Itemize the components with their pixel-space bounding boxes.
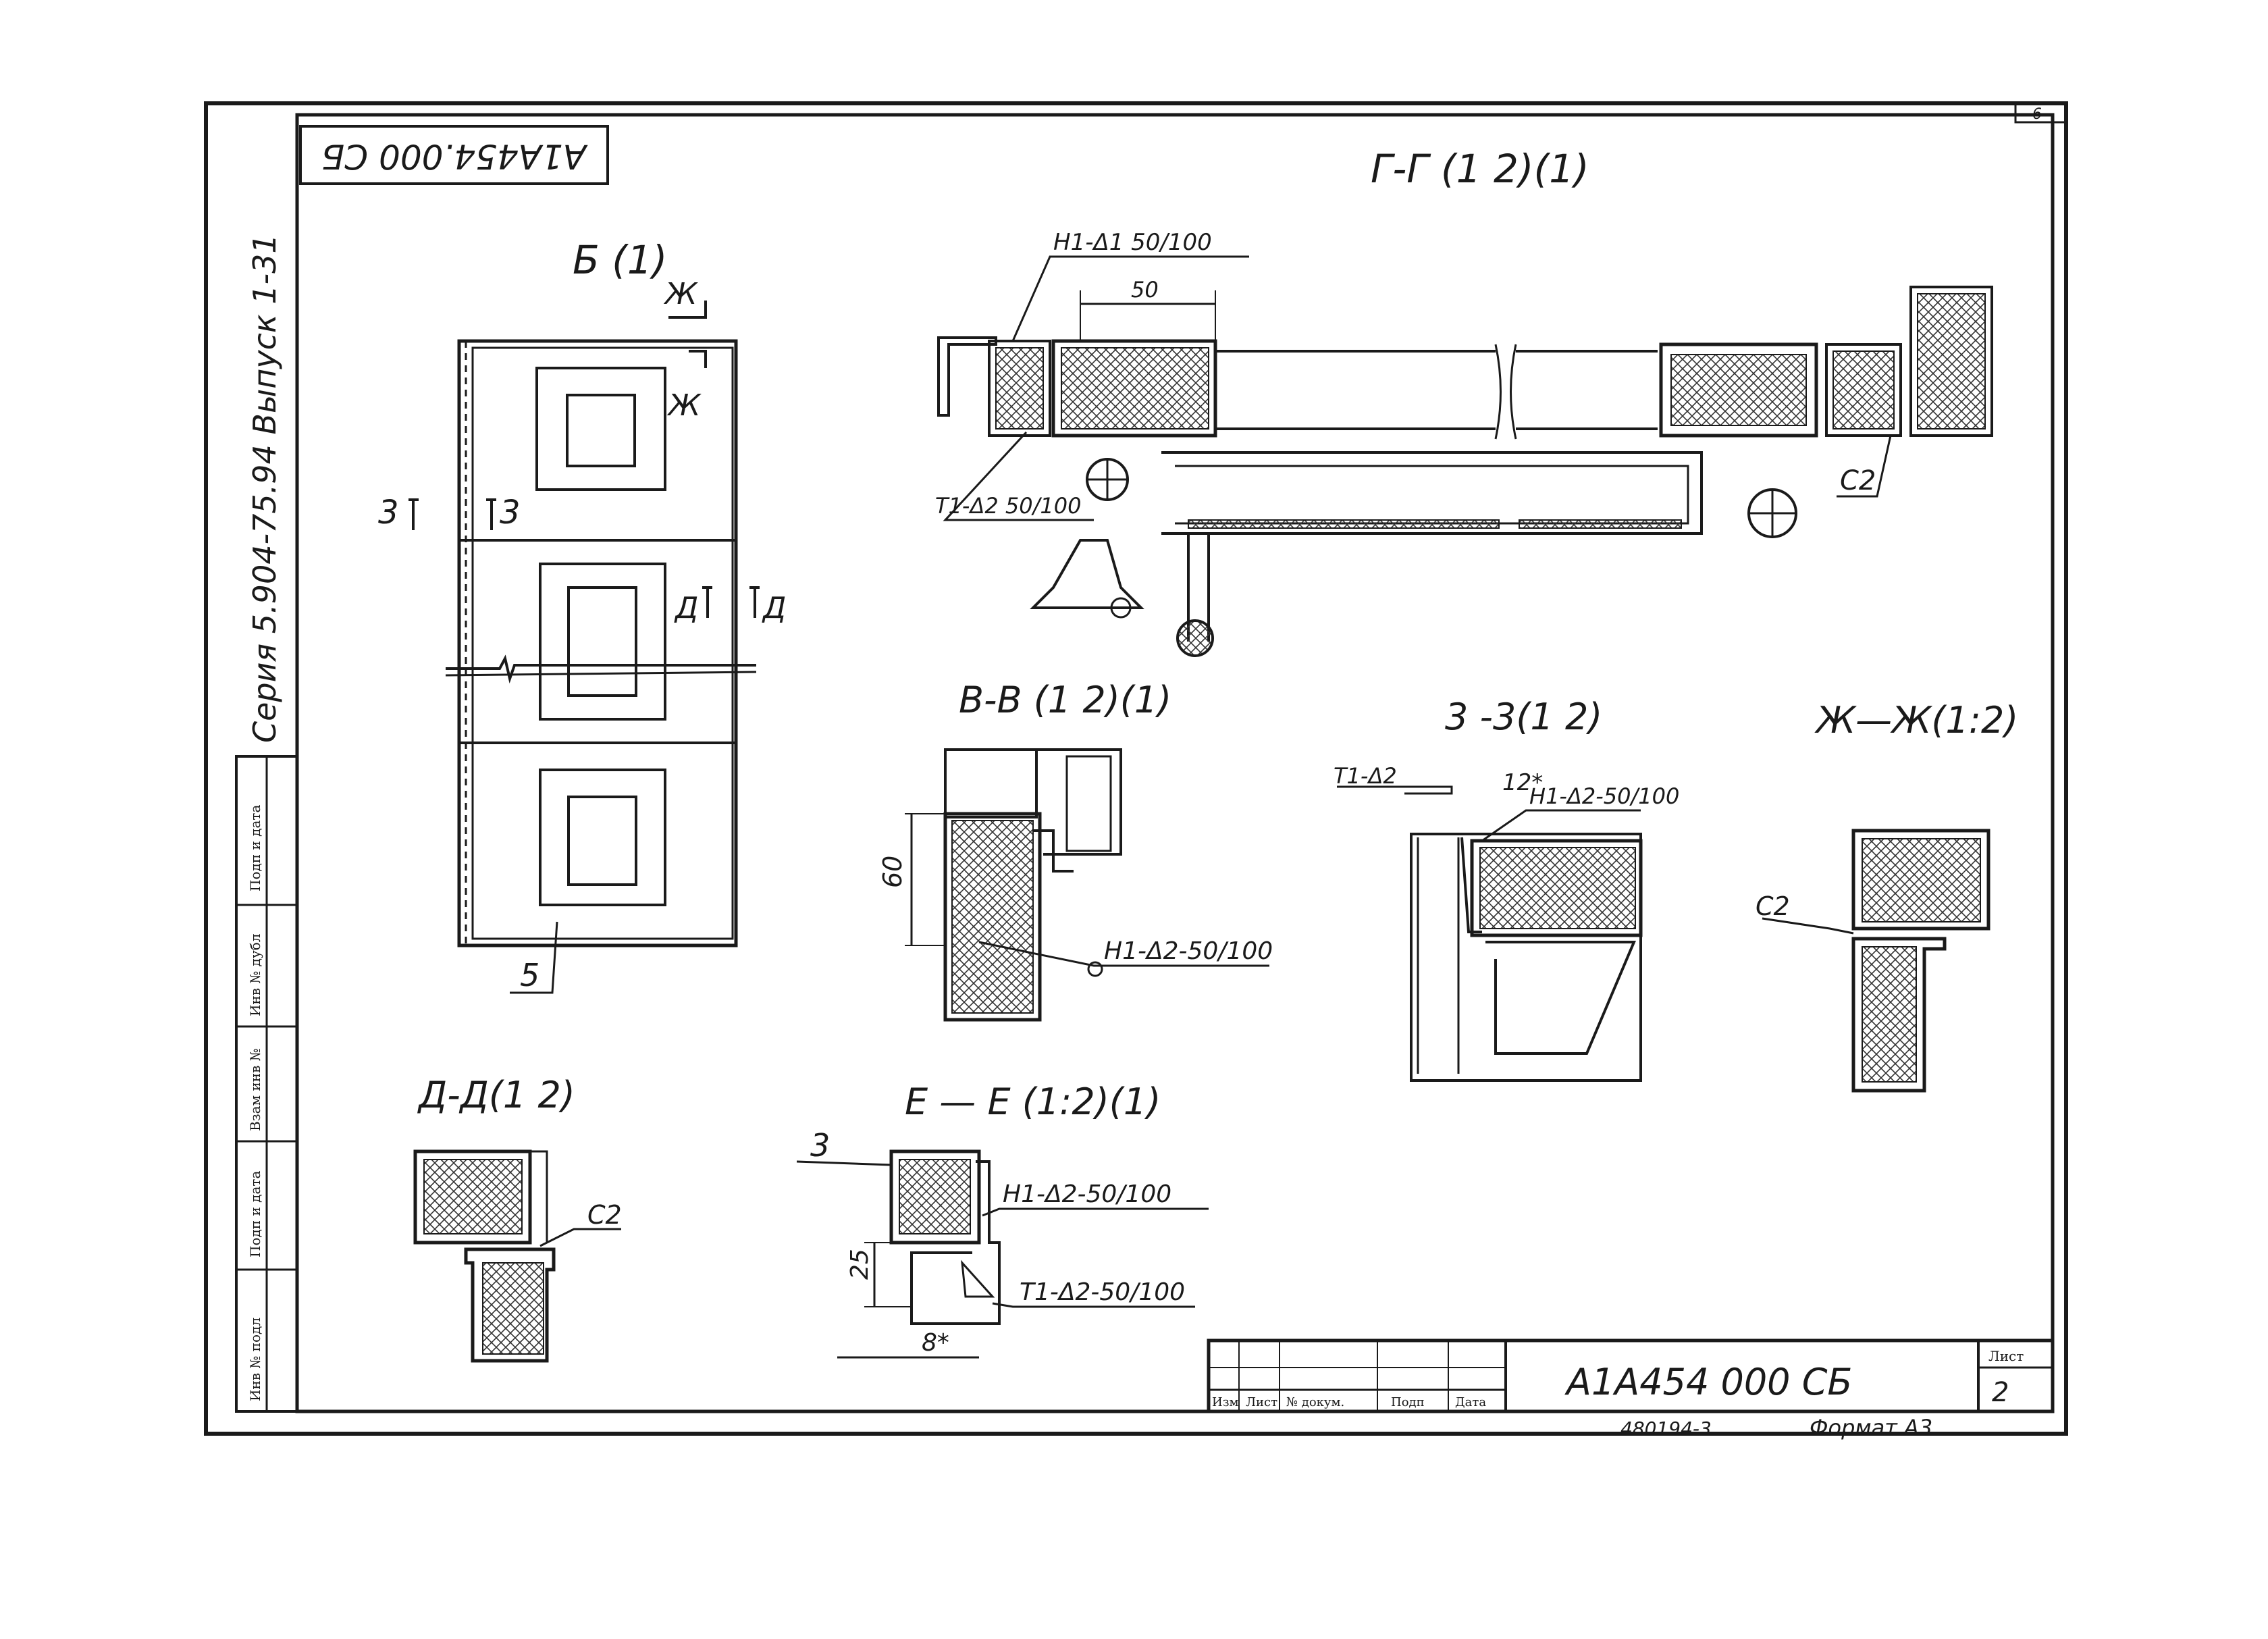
stamp-inv-dubl: Инв № дубл [247,934,263,1017]
section-ee: Е — Е (1:2)(1) 3 Н1-Δ2-50/100 Т1-Δ2-50/1… [796,1081,1209,1359]
ee-weld1: Н1-Δ2-50/100 [1003,1180,1171,1208]
tb-hdr-list: Лист [1246,1395,1277,1409]
section-vv-title: В-В (1 2)(1) [959,679,1171,721]
section-zz-title: 3 -3(1 2) [1445,696,1602,738]
section-zz: 3 -3(1 2) Т1-Δ2 12* Н1-Δ2-50/100 [1334,696,1679,1082]
vv-weld: Н1-Δ2-50/100 [1104,937,1273,965]
section-zhzh-title: Ж—Ж(1:2) [1814,699,2018,742]
stamp-podp-data-1: Подп и дата [247,1171,263,1257]
ee-weld2: Т1-Δ2-50/100 [1020,1278,1185,1306]
tb-hdr-podp: Подп [1391,1395,1425,1409]
zhzh-c2: С2 [1756,891,1790,921]
marker-d-left: Д [674,591,698,625]
stamp-podp-data-2: Подп и дата [247,805,263,891]
view-b: Б (1) Ж Ж 3 3 Д Д 5 [378,237,786,994]
section-gg-title: Г-Г (1 2)(1) [1371,146,1589,192]
corner-sheet-number: 6 [2032,106,2042,123]
mirrored-code-text: А1А454.000 СБ [321,137,588,176]
side-stamp: Инв № подл Подп и дата Взам инв № Инв № … [235,755,298,1413]
stamp-inv-podl: Инв № подл [247,1318,263,1401]
view-b-title: Б (1) [573,237,667,283]
series-text: Серия 5.904-75.94 Выпуск 1-31 [246,234,283,743]
tb-sheet-label: Лист [1988,1348,2024,1364]
marker-z-right: 3 [500,494,521,531]
zz-dim-12: 12* [1502,769,1543,796]
zz-weld2: Н1-Δ2-50/100 [1529,783,1679,809]
marker-zh-top: Ж [663,277,698,311]
tb-hdr-data: Дата [1455,1395,1486,1409]
position-3: 3 [810,1127,830,1164]
dd-c2: С2 [587,1200,622,1230]
gg-weld-top: Н1-Δ1 50/100 [1053,229,1212,256]
vv-dim-60: 60 [878,856,907,888]
mirrored-code-box: А1А454.000 СБ [299,125,609,185]
section-dd: Д-Д(1 2) С2 [413,1074,622,1363]
marker-z-left: 3 [378,494,399,531]
gg-weld-bottom: Т1-Δ2 50/100 [935,493,1081,519]
gg-dim-50: 50 [1131,277,1159,303]
tb-code: А1А454 000 СБ [1564,1361,1852,1403]
ee-dim-8: 8* [922,1329,949,1357]
ee-dim-25: 25 [846,1249,874,1280]
footer-format: Формат А3 [1810,1415,1932,1440]
section-gg: Г-Г (1 2)(1) [935,146,1993,657]
section-ee-title: Е — Е (1:2)(1) [905,1081,1161,1123]
section-vv: В-В (1 2)(1) 60 Н1-Δ2-50/100 [878,679,1273,1022]
title-block: Изм Лист № докум. Подп Дата А1А454 000 С… [1207,1338,2055,1413]
tb-hdr-doc: № докум. [1286,1395,1344,1409]
stamp-vzam-inv: Взам инв № [247,1048,263,1131]
marker-d-right: Д [762,591,786,625]
section-dd-title: Д-Д(1 2) [417,1074,575,1116]
zz-weld1: Т1-Δ2 [1334,763,1397,789]
footer-doc-number: 480194-3 [1620,1417,1712,1440]
section-zhzh: Ж—Ж(1:2) С2 [1756,699,2018,1093]
marker-zh-bottom: Ж [666,388,702,423]
tb-hdr-izm: Изм [1212,1395,1239,1409]
tb-sheet-no: 2 [1992,1377,2009,1408]
gg-c2: С2 [1840,465,1876,496]
position-5: 5 [520,957,539,993]
